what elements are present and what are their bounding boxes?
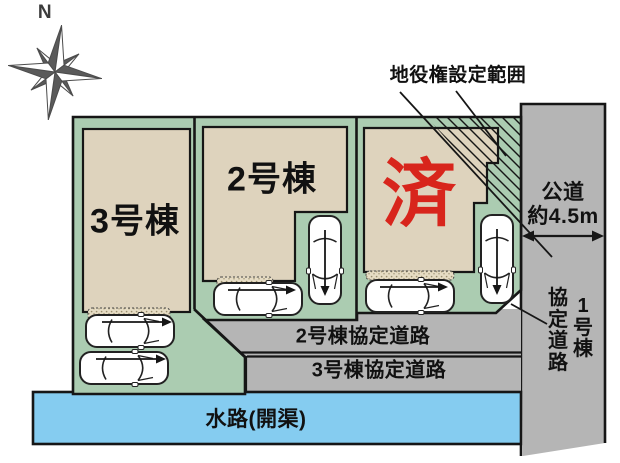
road3-label: 3号棟協定道路 (311, 359, 447, 382)
road1-leader-line (510, 303, 548, 325)
road2-label: 2号棟協定道路 (295, 325, 431, 348)
road1-label-building: 1号棟 (573, 295, 593, 361)
compass-north-label: N (37, 2, 53, 24)
agreement-road-bands (194, 309, 521, 392)
waterway-area (31, 390, 523, 446)
public-road-area (521, 104, 605, 456)
easement-leader-lines (399, 90, 553, 258)
compass-icon (7, 24, 103, 121)
car-icon (79, 348, 169, 388)
car-icon (365, 276, 455, 316)
easement-label: 地役権設定範囲 (389, 65, 527, 87)
building-2 (201, 125, 349, 283)
road1-label-road: 協定道路 (548, 287, 568, 374)
road-width-arrow (522, 230, 604, 242)
building-3-label: 3号棟 (90, 202, 180, 241)
public-road-line2: 約4.5m (527, 205, 599, 228)
approach-strip-lot1 (365, 270, 455, 281)
public-road-label: 公道 約4.5m (527, 181, 598, 229)
waterway-label: 水路(開渠) (205, 407, 307, 431)
building-2-label: 2号棟 (227, 160, 317, 199)
car-direction-arrows (96, 229, 502, 364)
public-road-line1: 公道 (541, 180, 585, 204)
boundary-lines (193, 117, 521, 392)
building-1-sold-label: 済 (382, 152, 456, 236)
car-icon (213, 279, 303, 319)
car-icon (85, 311, 175, 351)
